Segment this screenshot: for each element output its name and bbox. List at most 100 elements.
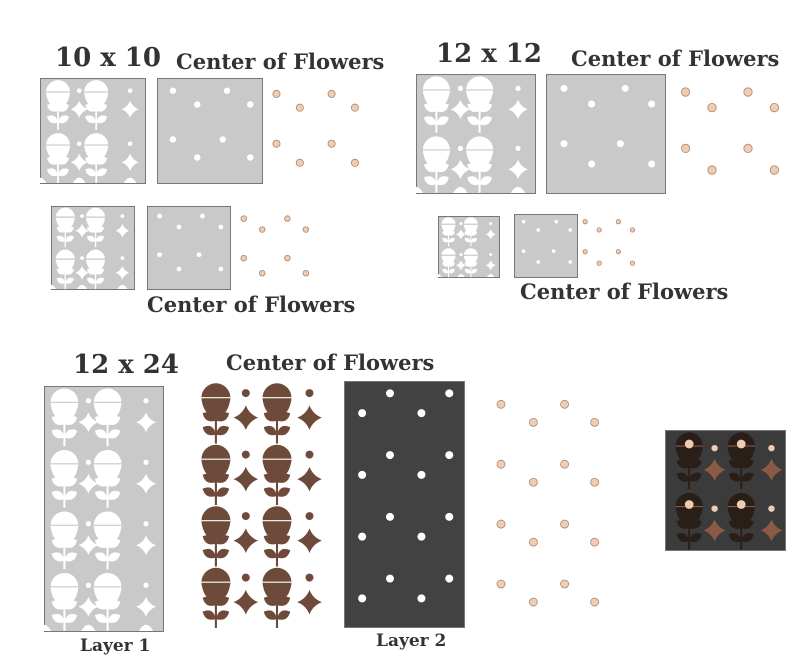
center-hole [385, 512, 394, 521]
flower-leaf [86, 268, 96, 275]
center-dot [743, 87, 753, 97]
center-of-flowers-label-12x12-bottom: Center of Flowers [520, 279, 729, 304]
cutout-dot [143, 459, 149, 465]
accent-dot [241, 573, 250, 582]
center-hole [385, 451, 394, 460]
flower-leaf [202, 610, 216, 620]
center-hole [358, 594, 367, 603]
flower-leaf [107, 539, 121, 549]
cutout-star [70, 100, 88, 118]
center-hole [169, 136, 177, 143]
preview-dot [711, 444, 718, 452]
cutout-star [455, 260, 466, 271]
flower-leaf [94, 539, 108, 549]
flower-leaf [95, 226, 105, 233]
center-hole [169, 87, 177, 94]
center-dot [302, 226, 310, 233]
flower-leaf [202, 473, 216, 483]
center-dot [707, 102, 717, 113]
center-dot [560, 579, 569, 589]
cutout-arc [453, 186, 468, 193]
flower-leaf [85, 115, 97, 124]
flower-leaf [423, 103, 437, 113]
flower-leaf [202, 548, 216, 559]
center-dot [295, 103, 304, 112]
panel-12x12-small [434, 216, 500, 278]
cutout-dot [127, 141, 133, 147]
flower-leaf [676, 459, 690, 469]
flower-leaf [107, 429, 121, 439]
flower-leaf [470, 262, 478, 267]
center-hole [521, 249, 526, 253]
flower-leaf [215, 473, 230, 483]
center-dot [284, 215, 291, 222]
center-hole [417, 470, 426, 479]
centers-panel-12x24-layer-2 [344, 381, 465, 628]
center-dot [582, 249, 588, 255]
flower-leaf [47, 168, 59, 177]
center-hole [417, 532, 426, 541]
flower-leaf [215, 610, 230, 620]
center-hole [536, 260, 541, 264]
center-dot [350, 158, 359, 167]
center-dot [496, 459, 506, 469]
center-hole [247, 101, 254, 108]
flower-leaf [215, 412, 230, 422]
flower-leaf [728, 472, 742, 482]
center-dot [590, 597, 599, 607]
center-hole [445, 451, 454, 460]
cutout-arc [33, 177, 47, 183]
cutout-star [78, 535, 99, 556]
center-dot [590, 417, 599, 427]
center-hole [554, 219, 559, 224]
cutout-star [136, 596, 156, 617]
center-hole [621, 84, 629, 92]
flower-leaf [51, 477, 65, 487]
cutout-star [455, 229, 466, 240]
flower-leaf [689, 472, 702, 482]
center-hole [568, 228, 573, 232]
center-dot [681, 143, 691, 154]
center-dot [590, 477, 599, 487]
preview-dot [711, 505, 718, 512]
layer-2-label: Layer 2 [376, 631, 447, 651]
cutout-dot [85, 398, 92, 404]
center-dot [681, 87, 691, 97]
center-of-flowers-label-12x12-top: Center of Flowers [571, 46, 780, 71]
flower-leaf [479, 163, 493, 173]
cutout-star [121, 100, 139, 118]
flower-leaf [442, 268, 449, 274]
cutout-dot [457, 85, 464, 92]
center-dot [596, 227, 602, 233]
flower-leaf [95, 235, 105, 242]
flower-leaf [56, 277, 66, 284]
flower-leaf [202, 535, 216, 545]
center-hole [521, 219, 526, 224]
size-label-10x10: 10 x 10 [55, 43, 161, 73]
center-hole [385, 574, 394, 583]
flower-leaf [728, 459, 742, 469]
cutout-dot [143, 521, 149, 527]
center-dot [707, 165, 717, 175]
cutout-arc [486, 274, 495, 277]
flower-center [684, 500, 694, 509]
flower-leaf [86, 226, 96, 233]
flower-leaf [464, 262, 471, 267]
flower-leaf [64, 600, 78, 610]
cutout-arc [510, 186, 526, 193]
center-dot [769, 165, 780, 175]
flower-leaf [95, 277, 105, 284]
cutout-arc [434, 274, 442, 277]
flower-leaf [263, 425, 277, 436]
flower-leaf [676, 533, 690, 543]
cutout-star [70, 153, 88, 171]
flower-leaf [94, 416, 108, 426]
center-dot [596, 260, 602, 266]
centers-panel-12x12-large [546, 74, 666, 194]
preview-dot [768, 444, 775, 452]
accent-star [297, 589, 322, 615]
flower-leaf [202, 425, 216, 436]
cutout-dot [85, 521, 92, 527]
cutout-star [136, 473, 156, 494]
center-hole [560, 84, 568, 92]
